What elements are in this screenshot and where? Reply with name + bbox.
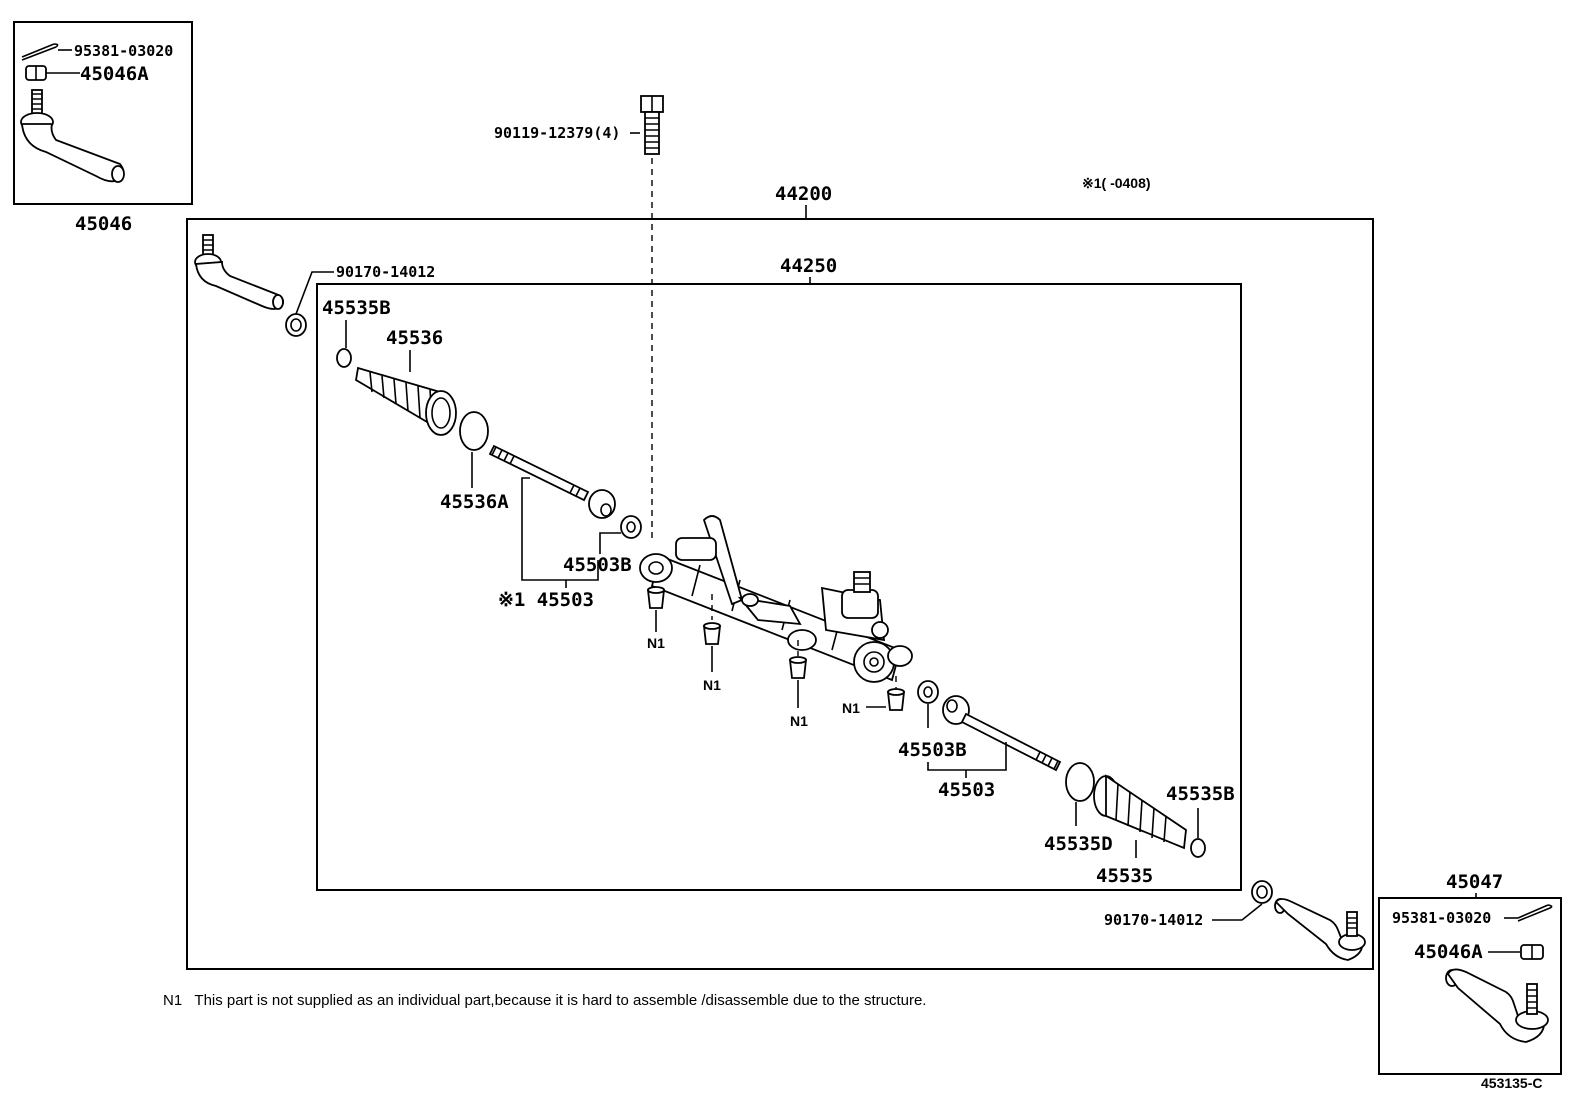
left-boot-label: 45536 [386, 327, 443, 349]
right-boot-label: 45535 [1096, 865, 1153, 887]
inset-right-nut-label: 45046A [1414, 941, 1483, 963]
bolt-label: 90119-12379(4) [494, 124, 620, 142]
inset-box-left [13, 21, 193, 205]
inset-box-right [1378, 897, 1562, 1075]
rack-frame [316, 283, 1242, 891]
cotter-pin-icon-right [1517, 904, 1553, 922]
date-note: ※1( -0408) [1082, 175, 1151, 191]
right-boot-clip-icon [1065, 762, 1095, 802]
right-tie-rod-label: 45503 [938, 779, 995, 801]
cotter-pin-icon [21, 43, 59, 61]
diagram-code: 453135-C [1481, 1075, 1543, 1091]
n1-label-b: N1 [703, 677, 721, 693]
left-tie-rod-icon [488, 444, 616, 519]
inset-left-cotter-pin-label: 95381-03020 [74, 42, 173, 60]
inset-right-cotter-pin-label: 95381-03020 [1392, 909, 1491, 927]
right-washer-icon [917, 680, 939, 704]
right-clamp-label: 45535B [1166, 783, 1235, 805]
left-washer-icon [620, 515, 642, 539]
n1-label-a: N1 [647, 635, 665, 651]
left-clamp-icon [336, 348, 352, 368]
right-lock-nut-icon [1251, 880, 1273, 904]
right-washer-label: 45503B [898, 739, 967, 761]
right-clamp-icon [1190, 838, 1206, 858]
right-tie-rod-end-icon [1274, 898, 1366, 961]
bushing-icon-b [702, 622, 722, 645]
inset-left-part-number: 45046 [75, 213, 132, 235]
assembly-part-number: 44200 [775, 183, 832, 205]
n1-label-c: N1 [790, 713, 808, 729]
tie-rod-end-icon [20, 89, 125, 183]
left-clip-label: 45536A [440, 491, 509, 513]
castle-nut-icon-right [1520, 944, 1544, 960]
right-boot-icon [1093, 774, 1187, 850]
left-lock-nut-label: 90170-14012 [336, 263, 435, 281]
right-clip-label: 45535D [1044, 833, 1113, 855]
left-boot-icon [355, 366, 457, 436]
inset-left-nut-label: 45046A [80, 63, 149, 85]
footnote: N1 This part is not supplied as an indiv… [163, 992, 926, 1009]
left-clamp-label: 45535B [322, 297, 391, 319]
bushing-icon-c [788, 656, 808, 679]
left-boot-clip-icon [459, 411, 489, 451]
rack-housing-icon [639, 515, 913, 683]
bolt-icon [640, 95, 664, 155]
right-lock-nut-label: 90170-14012 [1104, 911, 1203, 929]
n1-label-d: N1 [842, 700, 860, 716]
bushing-icon-d [886, 688, 906, 711]
left-lock-nut-icon [285, 313, 307, 337]
bushing-icon-a [646, 586, 666, 609]
rack-part-number: 44250 [780, 255, 837, 277]
left-tie-rod-end-icon [194, 234, 285, 310]
left-tie-rod-label: ※1 45503 [498, 589, 594, 611]
right-tie-rod-icon [942, 695, 1062, 772]
castle-nut-icon [25, 65, 47, 81]
inset-right-part-number: 45047 [1446, 871, 1503, 893]
assembly-frame [186, 218, 1374, 970]
tie-rod-end-icon-right [1445, 968, 1549, 1043]
